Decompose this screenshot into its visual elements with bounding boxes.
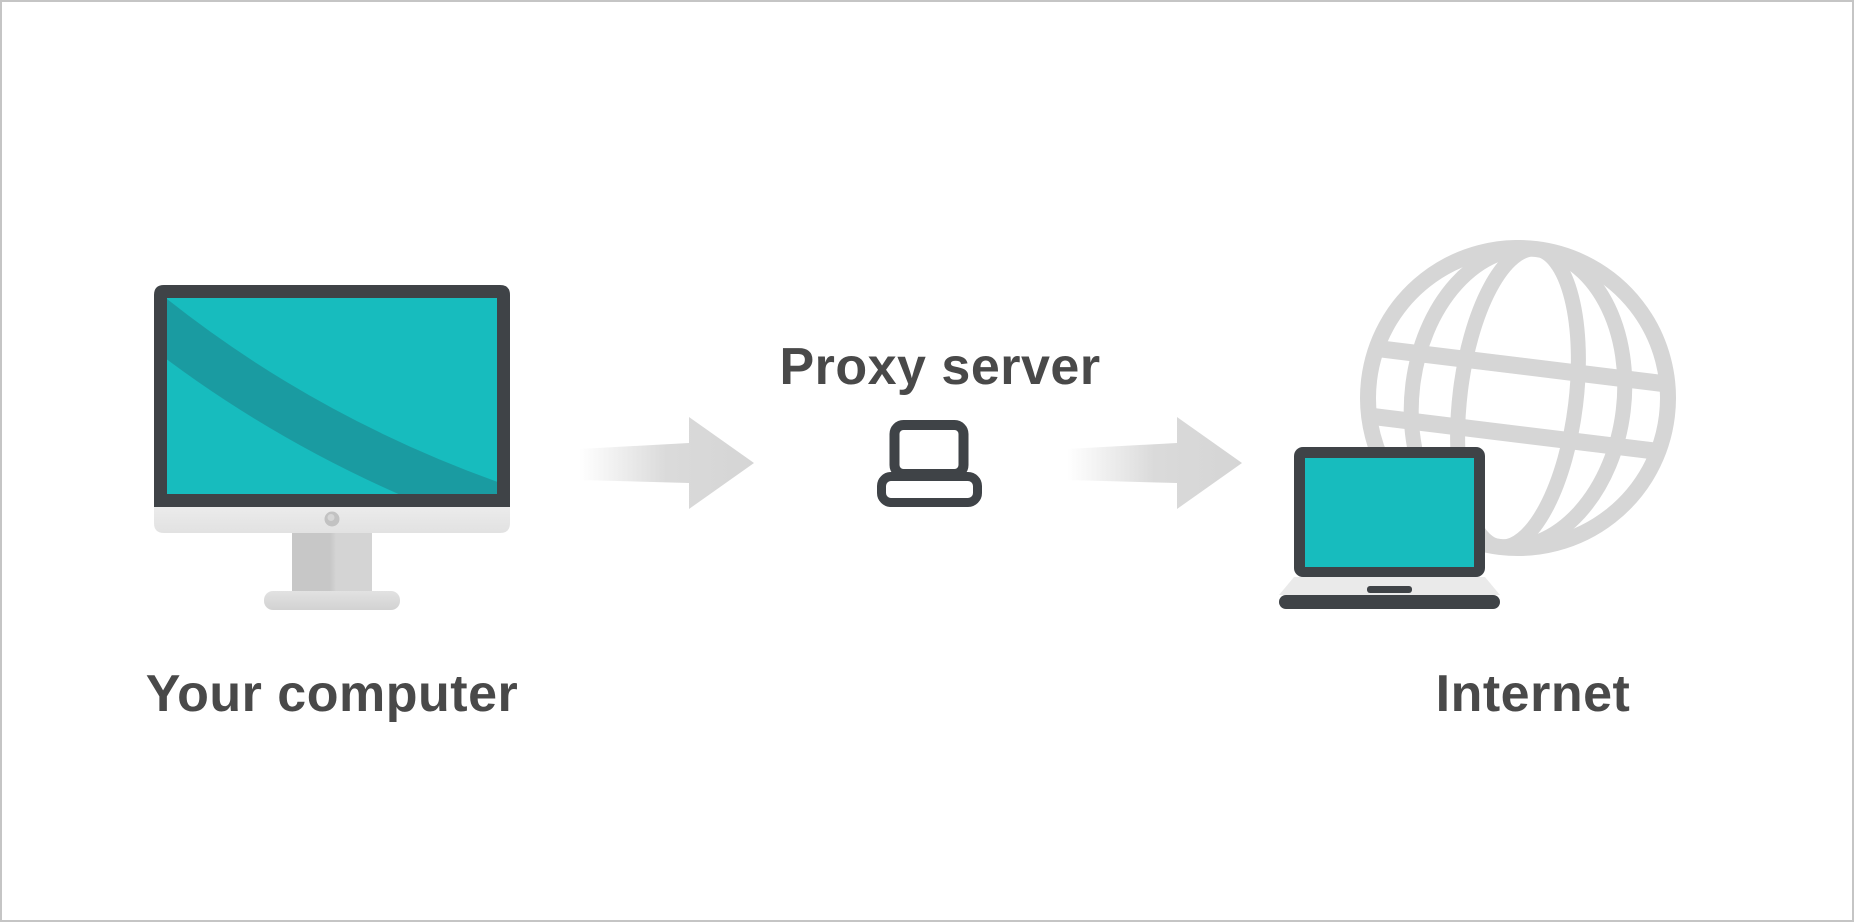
laptop-screen: [1305, 458, 1474, 567]
internet-globe-laptop-icon: [1279, 240, 1676, 609]
laptop-base: [1279, 595, 1500, 609]
arrow-shape: [1067, 417, 1242, 509]
monitor-camera-dot-highlight: [327, 514, 335, 521]
screen-swoosh: [167, 299, 497, 494]
flow-arrow-icon: [579, 417, 754, 509]
monitor-stand: [292, 525, 372, 595]
your-computer-label: Your computer: [145, 665, 519, 723]
proxy-laptop-base: [877, 472, 982, 507]
proxy-server-label: Proxy server: [779, 338, 1101, 396]
proxy-laptop-icon: [877, 420, 982, 507]
flow-arrow-icon: [1067, 417, 1242, 509]
arrow-shape: [579, 417, 754, 509]
monitor-base: [264, 591, 400, 610]
globe-icon: [1360, 240, 1676, 556]
laptop-notch: [1367, 586, 1412, 593]
laptop-icon: [1279, 447, 1500, 609]
proxy-laptop-screen: [889, 420, 969, 479]
internet-label: Internet: [1435, 665, 1631, 723]
desktop-computer-icon: [154, 285, 510, 610]
